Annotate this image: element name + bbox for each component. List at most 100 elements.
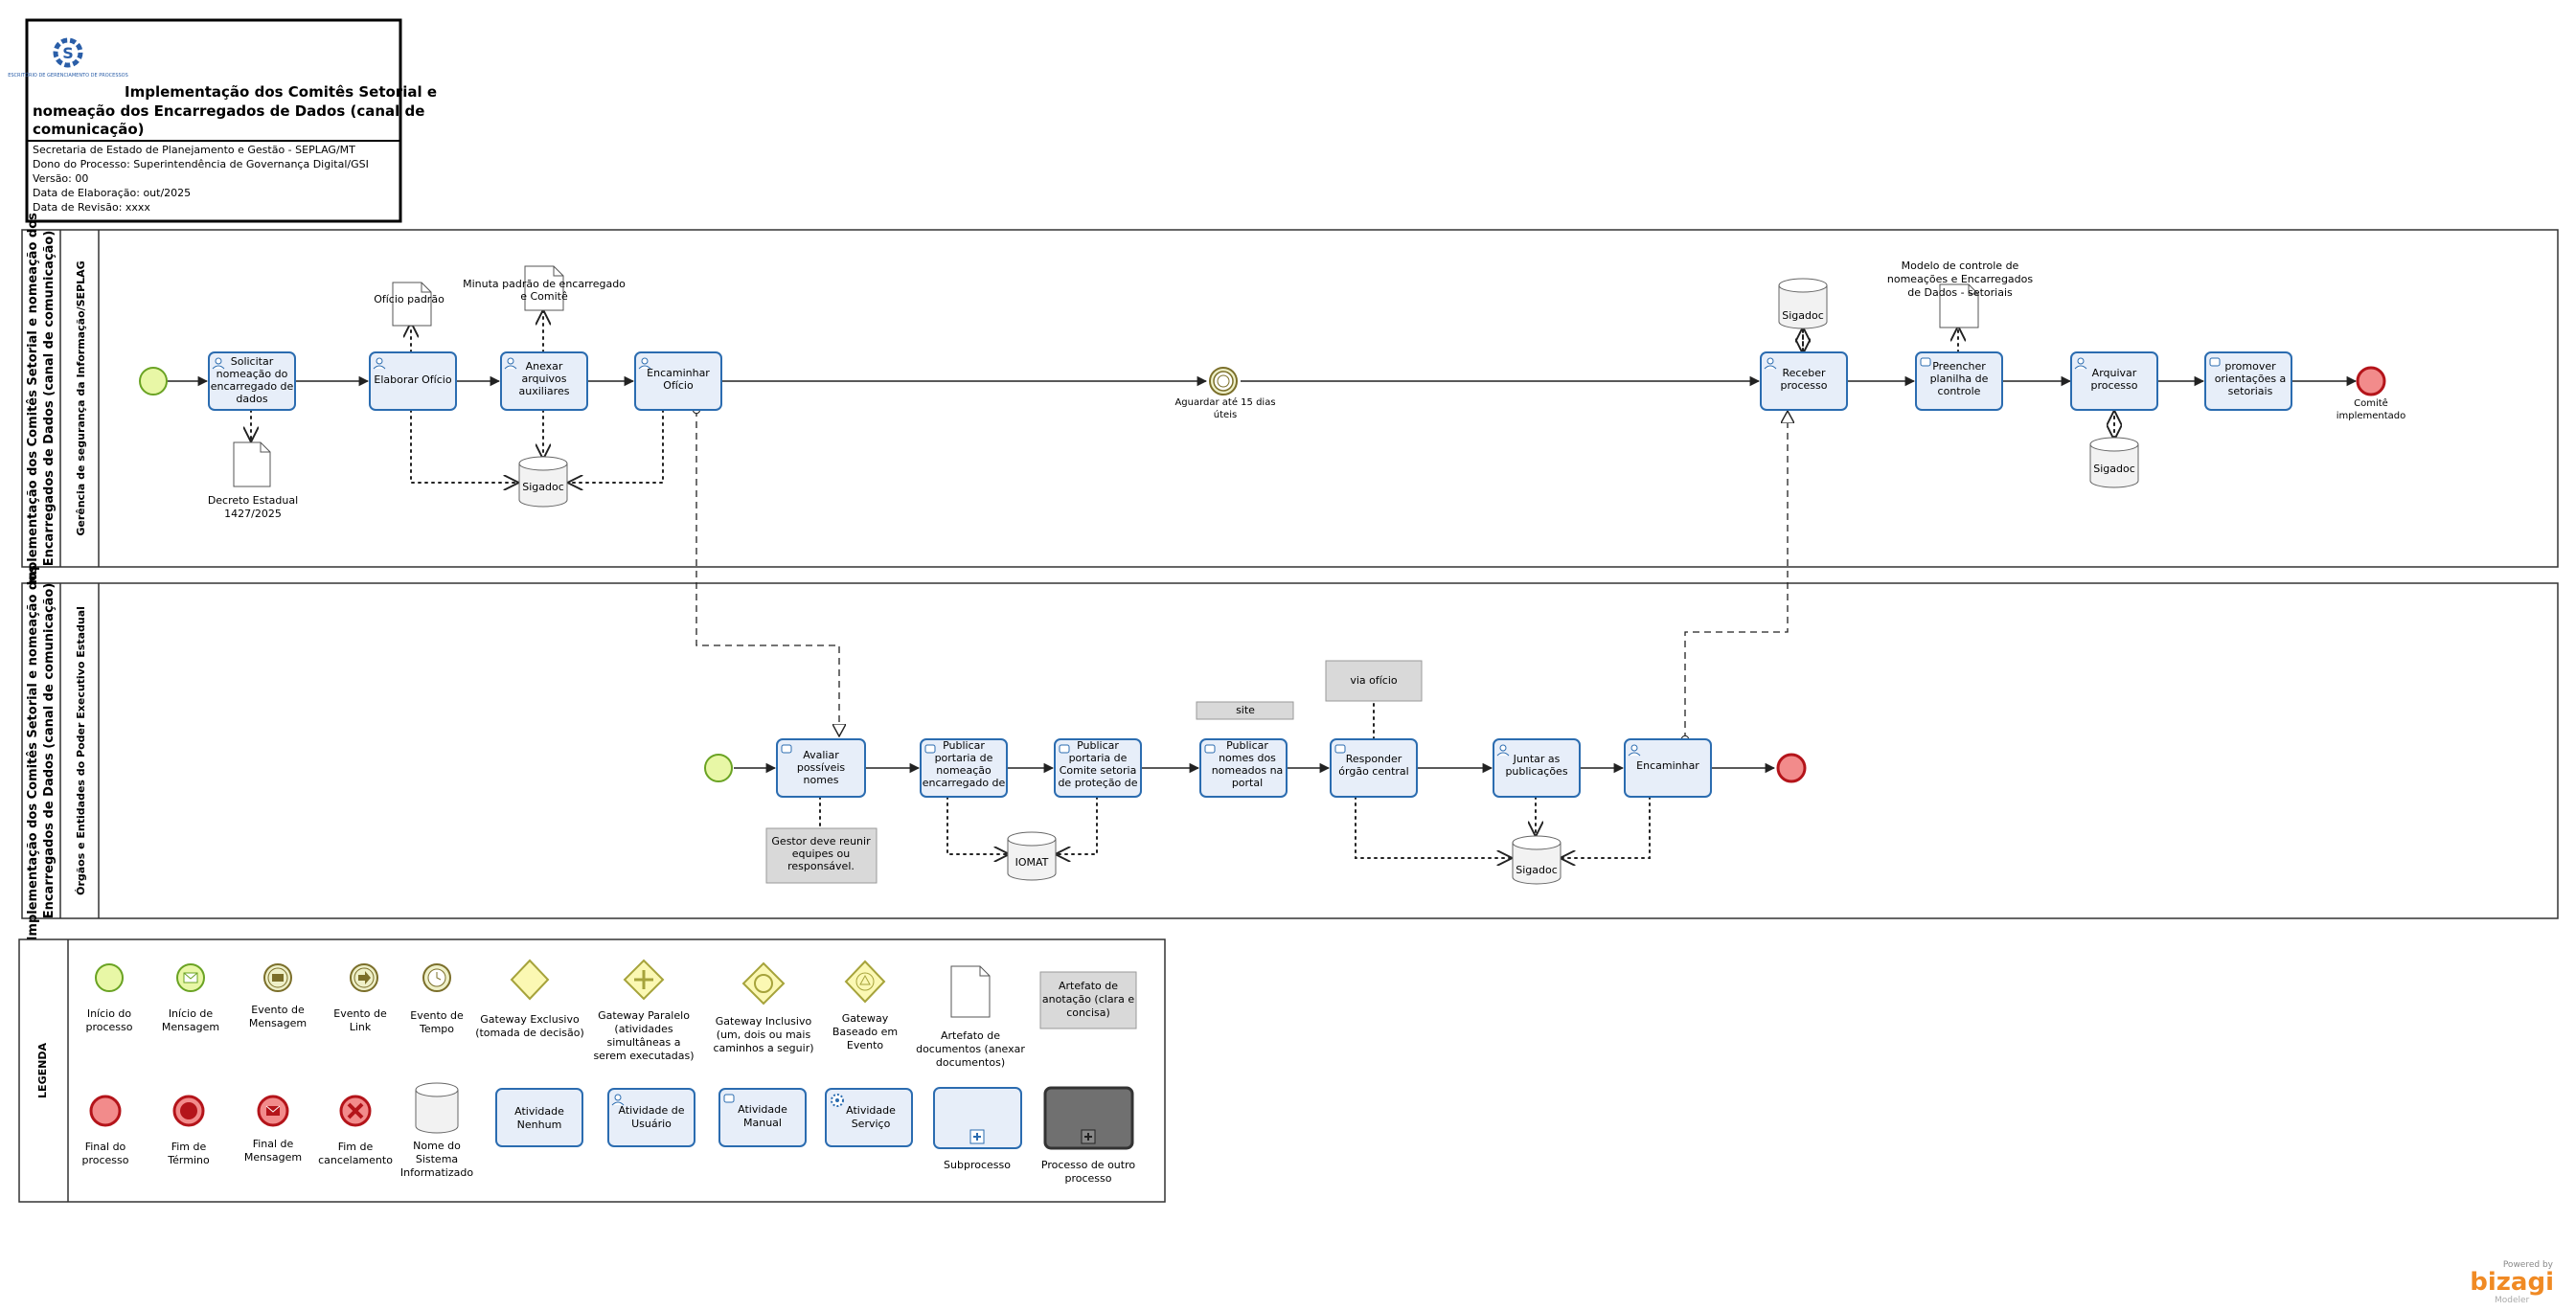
start-event-2 [704, 754, 733, 782]
header-info-1: Dono do Processo: Superintendência de Go… [33, 158, 369, 170]
manual-icon [781, 744, 792, 754]
legend-annotation-icon [1039, 971, 1137, 1029]
end-event-2 [1776, 753, 1807, 783]
annotation-via: via ofício [1325, 660, 1423, 702]
brand-product: Modeler [2495, 1296, 2530, 1305]
header-info-4: Data de Revisão: xxxx [33, 201, 150, 214]
annotation-via-label: via ofício [1350, 674, 1398, 687]
legend-message-event-icon [263, 963, 292, 992]
user-icon [1628, 744, 1641, 757]
legend-message-start-icon [176, 963, 205, 992]
timer-event: Aguardar até 15 dias úteis [1174, 367, 1276, 420]
logo: S ESCRITÓRIO DE GERENCIAMENTO DE PROCESS… [8, 37, 128, 79]
timer-label-2: úteis [1214, 409, 1237, 420]
timer-label-1: Aguardar até 15 dias [1174, 396, 1275, 408]
pool2-name: Implementação dos Comitês Setorial e nom… [26, 561, 57, 941]
db-sigadoc-1: Sigadoc [518, 456, 568, 508]
legend-link-event-icon [350, 963, 378, 992]
task-elaborar[interactable]: Elaborar Ofício [369, 351, 457, 411]
legend-document-icon [950, 965, 991, 1018]
user-icon [638, 357, 651, 370]
legend-timer-event-icon [422, 963, 451, 992]
end-label-1: Comitê [2354, 397, 2388, 409]
db-sigadoc-3-label: Sigadoc [2093, 463, 2135, 475]
gear-icon [831, 1094, 844, 1107]
bizagi-branding: Powered by bizagi Modeler [2470, 1260, 2554, 1305]
pool1-lane: Gerência de segurança da Informação/SEPL… [75, 260, 87, 535]
task-elaborar-label: Elaborar Ofício [374, 373, 451, 386]
pool2-associations [819, 701, 1651, 858]
db-iomat: IOMAT [1007, 831, 1057, 881]
manual-icon [1920, 357, 1931, 367]
legend-subprocess-icon [933, 1087, 1022, 1149]
manual-icon [2209, 357, 2221, 367]
legend-cancel-icon [339, 1095, 372, 1127]
header-info-2: Versão: 00 [33, 172, 88, 185]
message-flows [696, 410, 1788, 739]
db-sigadoc-2-label: Sigadoc [1782, 309, 1824, 322]
db-sigadoc-3: Sigadoc [2089, 437, 2139, 488]
header-title: Implementação dos Comitês Setorial e nom… [33, 83, 442, 138]
manual-icon [924, 744, 936, 754]
user-icon [1764, 357, 1777, 370]
task-encaminhar[interactable]: Encaminhar [1624, 738, 1712, 798]
manual-icon [1204, 744, 1216, 754]
header-info-3: Data de Elaboração: out/2025 [33, 187, 191, 199]
user-icon [212, 357, 225, 370]
db-sigadoc-4: Sigadoc [1512, 835, 1562, 885]
user-icon [504, 357, 517, 370]
user-icon [611, 1094, 625, 1106]
manual-icon [1059, 744, 1070, 754]
db-sigadoc-1-label: Sigadoc [522, 481, 564, 493]
manual-icon [1334, 744, 1346, 754]
legend-other-process-icon [1043, 1086, 1134, 1150]
legend-parallel-gateway-icon [623, 959, 665, 1001]
legend-database-icon [415, 1082, 459, 1134]
legend-start-icon [95, 963, 124, 992]
svg-text:S: S [62, 44, 74, 62]
